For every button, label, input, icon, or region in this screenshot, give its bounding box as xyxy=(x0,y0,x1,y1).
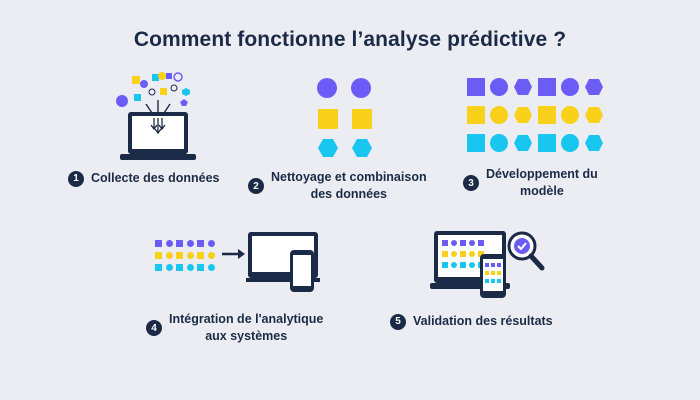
laptop-data-funnel-icon xyxy=(116,72,196,160)
step-label-line-1: Nettoyage et combinaison xyxy=(271,170,427,184)
step-number-badge: 1 xyxy=(68,170,84,187)
step-1: 1 Collecte des données xyxy=(68,170,220,187)
step-label-line-2: aux systèmes xyxy=(205,329,288,343)
step-label-line-2: des données xyxy=(310,187,387,201)
step-label-line-2: modèle xyxy=(520,184,564,198)
shape-grid-icon xyxy=(467,78,603,152)
step-number-badge: 4 xyxy=(146,320,162,336)
step-4: 4 Intégration de l'analytique aux systèm… xyxy=(146,311,323,345)
sorted-shapes-icon xyxy=(317,78,372,157)
step-number-badge: 3 xyxy=(463,175,479,191)
step-5: 5 Validation des résultats xyxy=(390,313,553,330)
step-label: Collecte des données xyxy=(91,171,220,185)
step-label-line-1: Intégration de l'analytique xyxy=(169,312,324,326)
step-number-badge: 5 xyxy=(390,313,406,330)
step-3: 3 Développement du modèle xyxy=(463,166,598,200)
step-2: 2 Nettoyage et combinaison des données xyxy=(248,169,427,203)
step-label: Validation des résultats xyxy=(413,314,553,328)
grid-to-devices-icon xyxy=(155,232,320,292)
page-title: Comment fonctionne l’analyse prédictive … xyxy=(133,28,567,51)
step-label-line-1: Développement du xyxy=(486,167,598,181)
devices-magnifier-check-icon xyxy=(430,231,545,298)
step-number-badge: 2 xyxy=(248,178,264,194)
